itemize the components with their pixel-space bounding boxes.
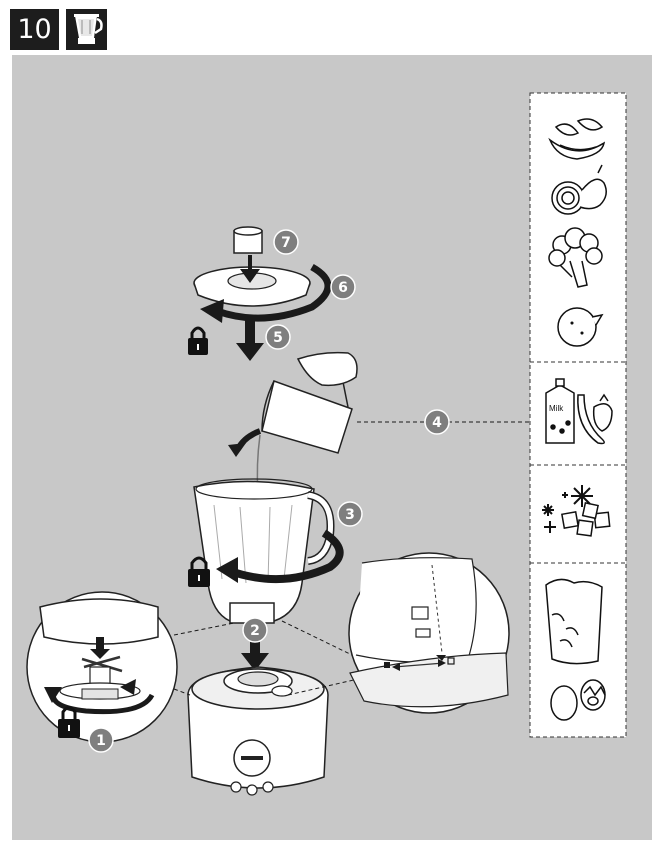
jar-lid: [193, 266, 311, 307]
arrow-down-icon: [241, 641, 269, 671]
instruction-panel: Milk: [12, 55, 652, 840]
rotate-arrow-icon: [215, 263, 332, 322]
step-4-label: 4: [432, 415, 442, 431]
arrow-up-icon: [90, 637, 110, 659]
milk-carton-icon: Milk: [545, 378, 575, 444]
orange-icon: [557, 307, 604, 347]
snowflake-icon: [542, 485, 593, 533]
melon-icon: [548, 118, 606, 160]
step-6-label: 6: [338, 280, 348, 296]
padlock-icon: [58, 706, 80, 738]
blade-detail-circle: [26, 591, 178, 743]
step-1-label: 1: [96, 733, 106, 749]
step-3-label: 3: [345, 507, 355, 523]
measuring-cup: [233, 226, 263, 254]
arrow-down-icon: [236, 317, 264, 361]
step-number-badge: 10: [10, 9, 59, 50]
hand-icon: [296, 351, 358, 387]
flour-bag-icon: [545, 578, 603, 665]
step-circle-3: 3: [337, 501, 363, 527]
padlock-icon: [188, 556, 210, 587]
milk-label: Milk: [549, 404, 564, 413]
step-circle-7: 7: [273, 229, 299, 255]
rotate-arrow-icon: [228, 529, 344, 584]
step-7-label: 7: [281, 235, 291, 251]
blender-jar: [193, 478, 335, 624]
onion-icon: [551, 164, 607, 215]
step-2-label: 2: [250, 623, 260, 639]
step-5-label: 5: [273, 330, 283, 346]
padlock-icon: [188, 326, 208, 355]
motor-base: [187, 666, 329, 796]
lock-detail-circle: [348, 552, 510, 714]
ice-cubes-icon: [561, 501, 611, 537]
step-circle-6: 6: [330, 274, 356, 300]
pouring-cup: [261, 351, 358, 454]
broccoli-icon: [548, 227, 603, 288]
eggs-icon: [550, 679, 606, 721]
step-circle-2: 2: [242, 617, 268, 643]
step-circle-5: 5: [265, 324, 291, 350]
step-circle-1: 1: [88, 727, 114, 753]
step-circle-4: 4: [424, 409, 450, 435]
arrow-down-icon: [240, 255, 260, 283]
banana-strawberry-icon: [577, 393, 613, 445]
ingredients-panel: Milk: [529, 92, 627, 738]
blender-jar-icon: [66, 9, 107, 50]
